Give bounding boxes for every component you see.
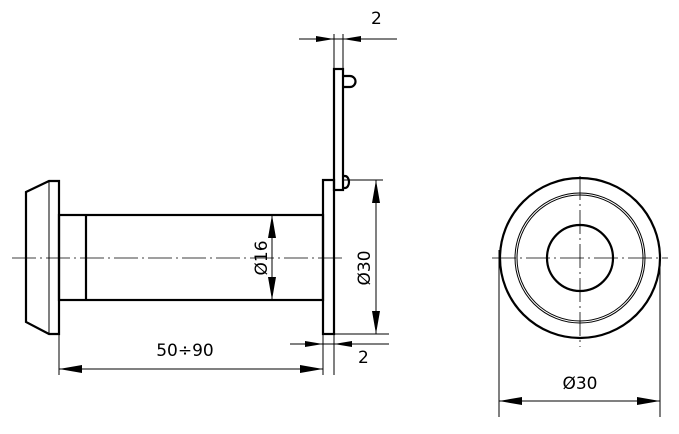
arrow-icon: [316, 36, 334, 42]
arrow-icon: [343, 36, 361, 42]
dim-text-flange-thickness: 2: [358, 348, 369, 368]
arrow-icon: [499, 397, 522, 405]
dim-text-tube-diameter: Ø16: [252, 240, 272, 275]
arrow-icon: [372, 311, 380, 334]
front-view: Ø30: [492, 176, 668, 417]
cover-pin: [343, 174, 351, 190]
arrow-icon: [268, 215, 276, 238]
tube-body: [57, 213, 325, 302]
arrow-icon: [637, 397, 660, 405]
side-view: Ø16 Ø30 2 2 50÷90: [12, 9, 397, 375]
dim-text-outer-diameter: Ø30: [562, 374, 597, 394]
flange: [321, 178, 336, 336]
cover-knob: [343, 74, 357, 89]
dim-text-length: 50÷90: [156, 341, 214, 361]
dim-text-flange-diameter: Ø30: [355, 250, 375, 285]
cover-plate: [332, 67, 345, 192]
arrow-icon: [59, 365, 82, 373]
eyepiece-head: [24, 179, 61, 336]
arrow-icon: [372, 180, 380, 203]
arrow-icon: [305, 341, 323, 347]
arrow-icon: [300, 365, 323, 373]
arrow-icon: [268, 277, 276, 300]
arrow-icon: [334, 341, 352, 347]
dim-text-plate-thickness: 2: [371, 9, 382, 29]
